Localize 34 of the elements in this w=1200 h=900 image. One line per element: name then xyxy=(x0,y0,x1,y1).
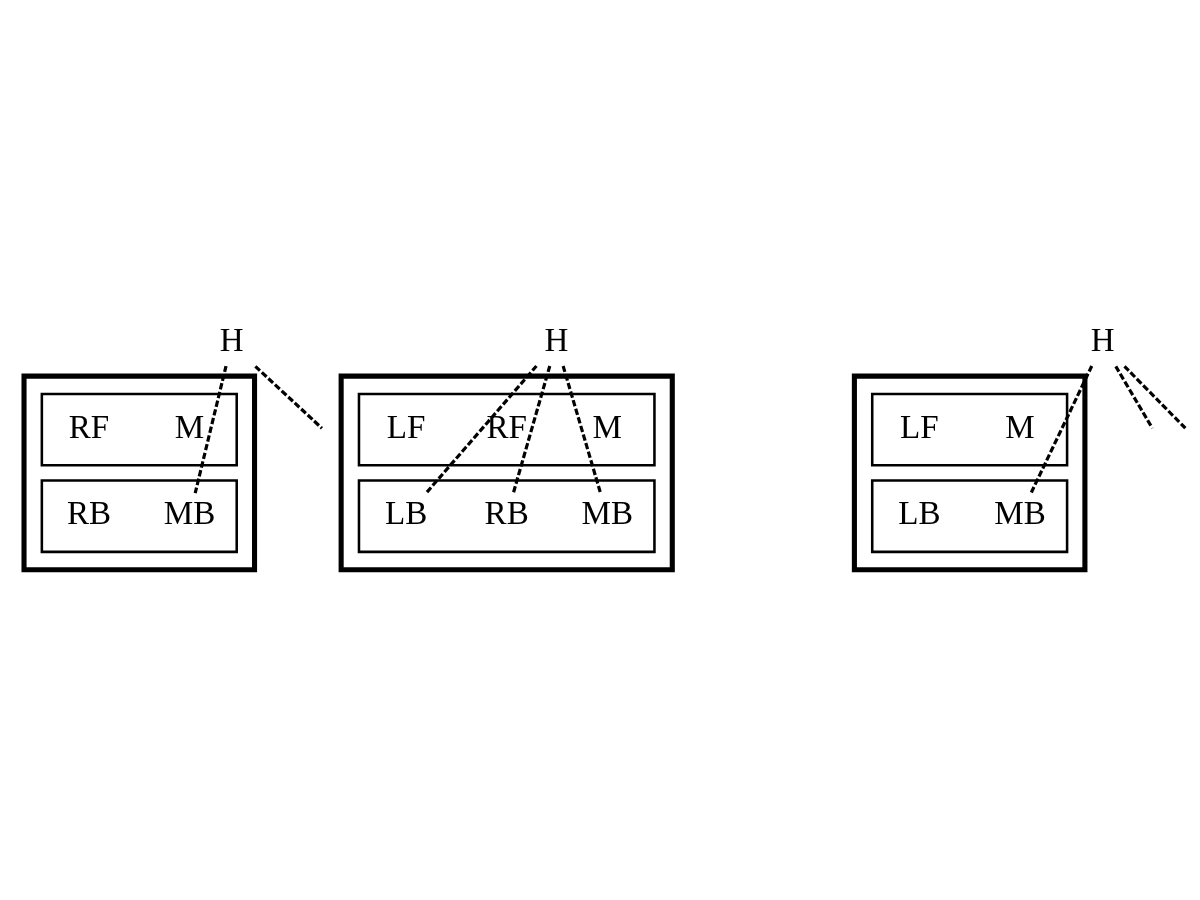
cluster xyxy=(338,373,675,573)
node-text: MB xyxy=(994,494,1046,532)
cluster xyxy=(21,373,258,573)
node-text: RB xyxy=(484,494,529,532)
node-text: M xyxy=(1005,407,1035,445)
cluster xyxy=(870,392,1069,467)
cluster xyxy=(851,373,1088,573)
node-text: M xyxy=(174,407,205,445)
cluster xyxy=(357,392,656,467)
node-text: H xyxy=(219,321,244,359)
connector xyxy=(1123,365,1187,430)
node-text: RF xyxy=(486,407,527,445)
node-text: M xyxy=(592,407,623,445)
connector xyxy=(424,364,538,495)
node-text: RB xyxy=(66,494,112,532)
node-text: H xyxy=(544,321,569,359)
cluster xyxy=(40,392,238,467)
node-text: LB xyxy=(898,494,941,532)
cluster xyxy=(870,479,1069,554)
cluster xyxy=(40,479,238,554)
node-text: H xyxy=(1090,321,1115,359)
connector xyxy=(1114,365,1154,430)
connector xyxy=(193,365,228,494)
node-text: MB xyxy=(581,494,634,532)
node-text: RF xyxy=(68,407,110,445)
connector xyxy=(561,365,603,494)
node-text: LF xyxy=(386,407,426,445)
connector xyxy=(511,365,552,494)
connector xyxy=(1029,365,1094,494)
node-text: LB xyxy=(384,494,428,532)
node-text: MB xyxy=(163,494,216,532)
node-text: LF xyxy=(900,407,939,445)
cluster xyxy=(357,479,656,554)
connector xyxy=(254,365,323,430)
